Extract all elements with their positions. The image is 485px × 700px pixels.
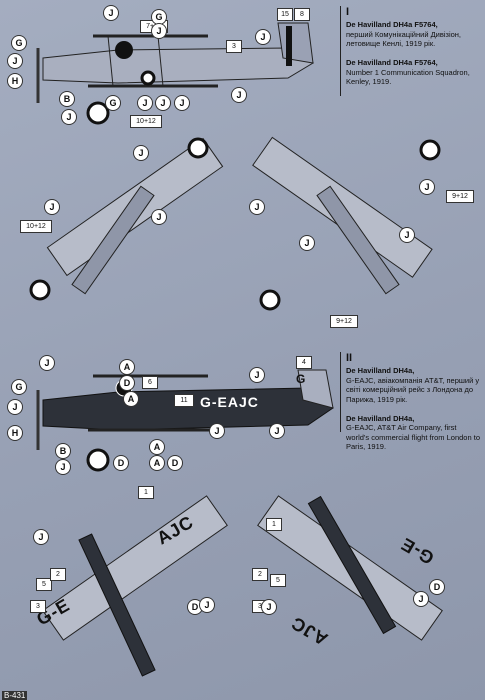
callout-j: J bbox=[250, 200, 264, 214]
box-15: 15 bbox=[277, 8, 293, 21]
callout-j: J bbox=[152, 24, 166, 38]
section1-title-en: De Havilland DH4a F5764, bbox=[346, 58, 438, 67]
callout-g: G bbox=[12, 380, 26, 394]
callout-j: J bbox=[270, 424, 284, 438]
callout-h: H bbox=[8, 426, 22, 440]
callout-j: J bbox=[45, 200, 59, 214]
top-view-g-eajc bbox=[42, 495, 228, 677]
callout-d: D bbox=[114, 456, 128, 470]
section1-title-ua: De Havilland DH4a F5764, bbox=[346, 20, 438, 29]
callout-d: D bbox=[168, 456, 182, 470]
callout-j: J bbox=[300, 236, 314, 250]
callout-b: B bbox=[56, 444, 70, 458]
callout-j: J bbox=[40, 356, 54, 370]
callout-g: G bbox=[12, 36, 26, 50]
callout-j: J bbox=[175, 96, 189, 110]
callout-a: A bbox=[120, 360, 134, 374]
box-3-a: 3 bbox=[30, 600, 46, 613]
top-view-f5764 bbox=[29, 137, 224, 301]
bottom-view-g-eajc bbox=[257, 495, 443, 641]
box-2-a: 2 bbox=[50, 568, 66, 581]
section1-caption: De Havilland DH4a F5764, перший Комуніка… bbox=[346, 20, 481, 87]
callout-j: J bbox=[62, 110, 76, 124]
box-4: 4 bbox=[296, 356, 312, 369]
callout-j: J bbox=[200, 598, 214, 612]
callout-j: J bbox=[56, 460, 70, 474]
callout-j: J bbox=[34, 530, 48, 544]
section2-desc-ua: G-EAJC, авіакомпанія AT&T, перший у світ… bbox=[346, 375, 480, 404]
tail-letter-g: G bbox=[296, 372, 307, 386]
box-11: 11 bbox=[174, 394, 194, 407]
callout-a: A bbox=[150, 440, 164, 454]
section2-caption: De Havilland DH4a, G-EAJC, авіакомпанія … bbox=[346, 366, 481, 452]
callout-j: J bbox=[414, 592, 428, 606]
registration-side: G-EAJC bbox=[200, 394, 259, 410]
callout-j: J bbox=[138, 96, 152, 110]
callout-j: J bbox=[250, 368, 264, 382]
callout-j: J bbox=[256, 30, 270, 44]
section-number-2: II bbox=[346, 352, 353, 364]
divider-line bbox=[340, 6, 341, 96]
callout-a: A bbox=[150, 456, 164, 470]
section2-title-ua: De Havilland DH4a, bbox=[346, 366, 415, 375]
callout-h: H bbox=[8, 74, 22, 88]
section-number-1: I bbox=[346, 6, 350, 18]
box-5-a: 5 bbox=[36, 578, 52, 591]
callout-j: J bbox=[156, 96, 170, 110]
callout-j: J bbox=[152, 210, 166, 224]
callout-b: B bbox=[60, 92, 74, 106]
callout-j: J bbox=[232, 88, 246, 102]
callout-j: J bbox=[262, 600, 276, 614]
box-2-b: 2 bbox=[252, 568, 268, 581]
callout-j: J bbox=[8, 400, 22, 414]
box-10-12-a: 10+12 bbox=[130, 115, 162, 128]
callout-j: J bbox=[420, 180, 434, 194]
sheet-code: B-431 bbox=[2, 691, 28, 700]
box-6: 6 bbox=[142, 376, 158, 389]
section2-title-en: De Havilland DH4a, bbox=[346, 413, 415, 423]
section1-desc-ua: перший Комунікаційний Дивізіон, летовище… bbox=[346, 29, 462, 49]
box-1-b: 1 bbox=[266, 518, 282, 531]
box-3: 3 bbox=[226, 40, 242, 53]
bottom-view-f5764 bbox=[252, 136, 441, 311]
callout-j: J bbox=[8, 54, 22, 68]
callout-j: J bbox=[134, 146, 148, 160]
box-8: 8 bbox=[294, 8, 310, 21]
box-9-12-a: 9+12 bbox=[446, 190, 474, 203]
callout-d: D bbox=[120, 376, 134, 390]
box-9-12-b: 9+12 bbox=[330, 315, 358, 328]
callout-a: A bbox=[124, 392, 138, 406]
callout-j: J bbox=[210, 424, 224, 438]
callout-g: G bbox=[106, 96, 120, 110]
callout-g: G bbox=[152, 10, 166, 24]
callout-d: D bbox=[430, 580, 444, 594]
section1-desc-en: Number 1 Communication Squadron, Kenley,… bbox=[346, 67, 470, 87]
section2-desc-en: G-EAJC, AT&T Air Company, first world's … bbox=[346, 423, 480, 451]
box-10-12-b: 10+12 bbox=[20, 220, 52, 233]
box-1-a: 1 bbox=[138, 486, 154, 499]
divider-line bbox=[340, 352, 341, 432]
callout-j: J bbox=[104, 6, 118, 20]
side-view-f5764 bbox=[36, 22, 314, 125]
box-5-b: 5 bbox=[270, 574, 286, 587]
callout-j: J bbox=[400, 228, 414, 242]
callout-d: D bbox=[188, 600, 202, 614]
